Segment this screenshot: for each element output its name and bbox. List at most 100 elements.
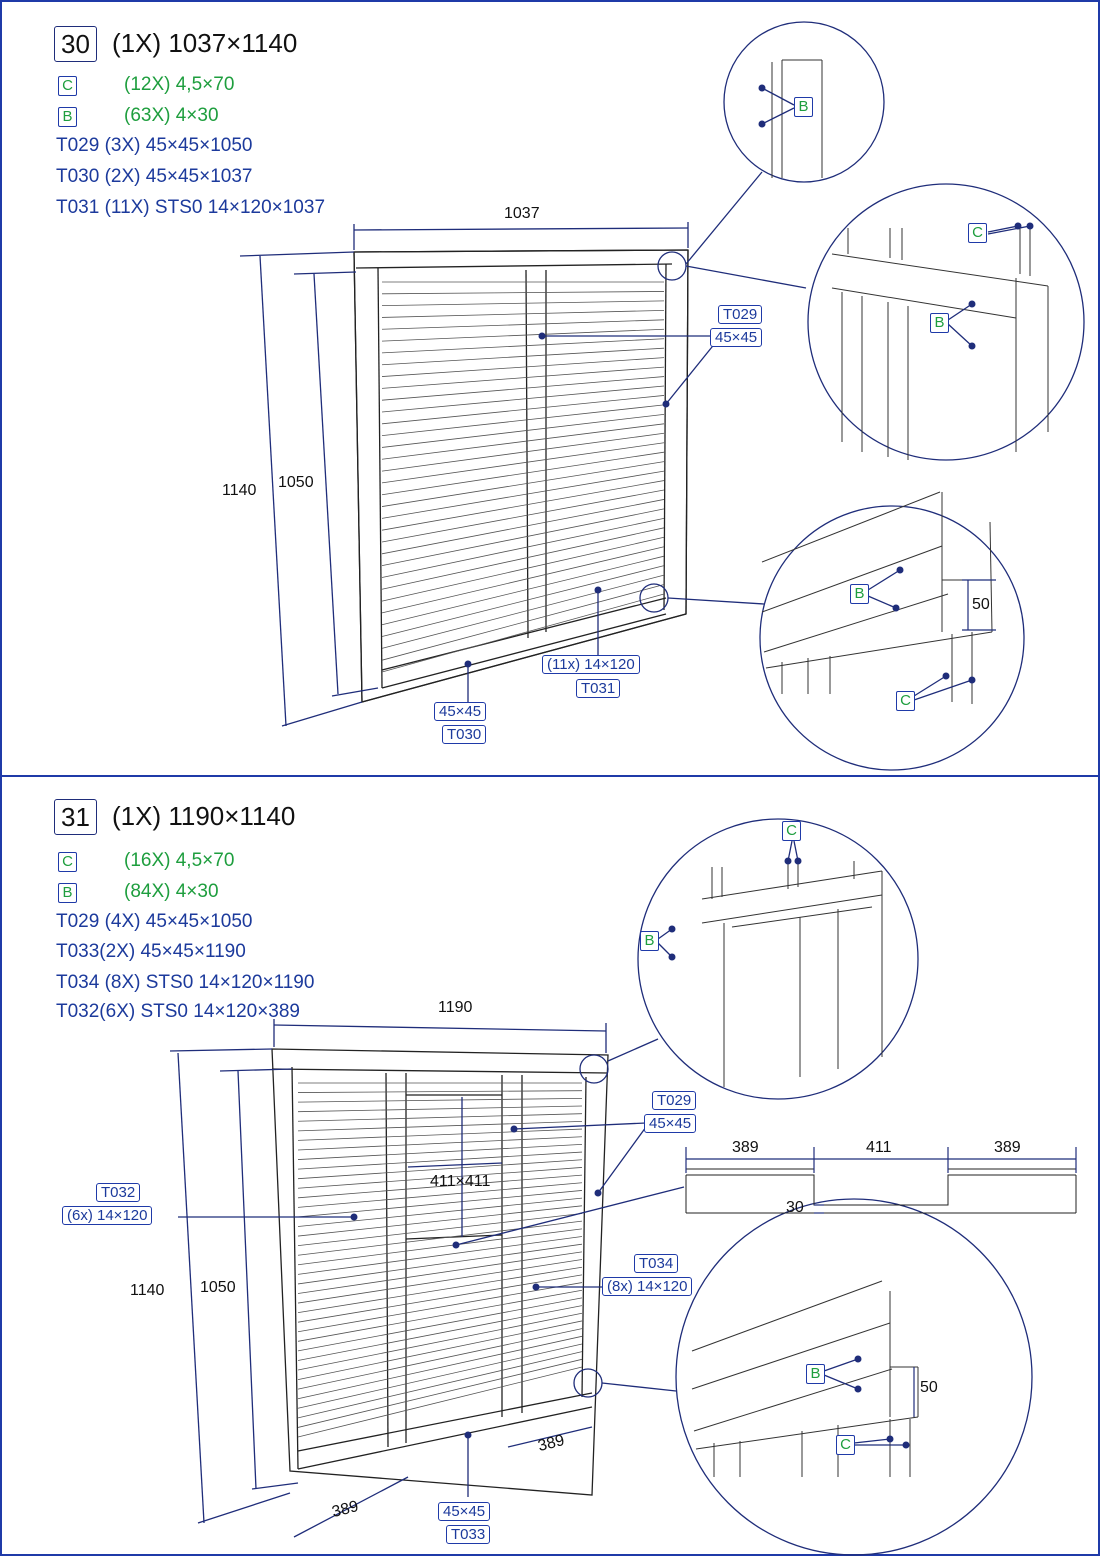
part-label-t030: T030 <box>442 725 487 744</box>
board-line <box>381 395 665 425</box>
detail-code-b: B <box>794 97 813 117</box>
board-line <box>381 517 665 578</box>
board-line <box>381 319 665 330</box>
detail-code-b: B <box>850 584 869 604</box>
gap-dimension: 50 <box>972 596 990 613</box>
part-line: T030 (2X) 45×45×1037 <box>56 166 253 187</box>
board-line <box>297 1128 583 1141</box>
board-line <box>297 1282 583 1333</box>
board-line <box>297 1174 583 1199</box>
hardware-code-b: B <box>58 107 77 127</box>
step-30-panel: 30 (1X) 1037×1140 C (12X) 4,5×70 B (63X)… <box>0 0 1100 778</box>
gap-dimension: 50 <box>920 1379 938 1396</box>
board-line <box>297 1120 583 1132</box>
board-line <box>297 1151 583 1170</box>
board-line <box>297 1366 583 1438</box>
board-line <box>297 1312 583 1371</box>
board-line <box>297 1213 583 1247</box>
board-line <box>297 1144 583 1160</box>
size-label-t034: (8x) 14×120 <box>602 1277 693 1296</box>
size-label-t031: (11x) 14×120 <box>542 655 640 674</box>
board-line <box>381 574 665 649</box>
board-line <box>381 376 665 401</box>
part-line: T034 (8X) STS0 14×120×1190 <box>56 972 315 993</box>
step-31-panel: 31 (1X) 1190×1140 C (16X) 4,5×70 B (84X)… <box>0 775 1100 1556</box>
detail-code-c: C <box>896 691 915 711</box>
board-line <box>297 1205 583 1237</box>
inner-height-dimension: 1050 <box>200 1279 236 1296</box>
hardware-code-c: C <box>58 852 77 872</box>
part-line: T029 (3X) 45×45×1050 <box>56 135 253 156</box>
step-number: 30 <box>54 26 97 62</box>
board-line <box>297 1136 583 1151</box>
hardware-b-qty: (84X) 4×30 <box>124 881 219 902</box>
board-line <box>297 1328 583 1390</box>
detail-code-b: B <box>640 931 659 951</box>
hardware-c-qty: (16X) 4,5×70 <box>124 850 235 871</box>
board-line <box>297 1236 583 1275</box>
part-label-t029: T029 <box>652 1091 697 1110</box>
board-line <box>297 1305 583 1361</box>
detail-code-b: B <box>806 1364 825 1384</box>
step-number: 31 <box>54 799 97 835</box>
board-line <box>381 508 665 567</box>
board-line <box>381 451 665 496</box>
board-line <box>297 1197 583 1227</box>
board-line <box>381 442 665 484</box>
step-title: (1X) 1037×1140 <box>112 28 298 58</box>
board-line <box>297 1351 583 1419</box>
board-line <box>297 1090 583 1093</box>
board-line <box>381 385 665 413</box>
detail-code-c: C <box>836 1435 855 1455</box>
size-label-t029: 45×45 <box>710 328 763 347</box>
board-line <box>297 1159 583 1180</box>
size-label-t029: 45×45 <box>644 1114 697 1133</box>
board-line <box>297 1335 583 1400</box>
part-line: T032(6X) STS0 14×120×389 <box>56 1001 301 1022</box>
board-line <box>381 461 665 507</box>
detail-code-c: C <box>782 821 801 841</box>
board-line <box>381 291 665 295</box>
board-line <box>381 480 665 531</box>
board-line <box>381 546 665 614</box>
board-line <box>381 555 665 626</box>
board-line <box>381 593 665 673</box>
hardware-b-qty: (63X) 4×30 <box>124 105 219 126</box>
hardware-c-qty: (12X) 4,5×70 <box>124 74 235 95</box>
board-line <box>381 413 665 448</box>
part-label-t033: T033 <box>446 1525 491 1544</box>
board-line <box>297 1320 583 1380</box>
hardware-code-b: B <box>58 883 77 903</box>
hardware-code-c: C <box>58 76 77 96</box>
board-line <box>297 1220 583 1256</box>
board-line <box>381 309 665 318</box>
board-middle-length: 411 <box>866 1139 892 1156</box>
board-line <box>297 1105 583 1113</box>
board-line <box>297 1358 583 1428</box>
board-line <box>381 565 665 637</box>
board-line <box>381 432 665 472</box>
part-line: T029 (4X) 45×45×1050 <box>56 911 253 932</box>
part-line: T033(2X) 45×45×1190 <box>56 941 246 962</box>
board-line <box>381 357 665 377</box>
part-label-t031: T031 <box>576 679 621 698</box>
step-30-drawing <box>239 21 1085 771</box>
step-31-drawing <box>169 818 1077 1556</box>
board-line <box>381 536 665 602</box>
board-line <box>297 1274 583 1323</box>
board-line <box>297 1243 583 1285</box>
board-line <box>381 584 665 661</box>
board-line <box>297 1167 583 1189</box>
size-label-t033: 45×45 <box>438 1502 491 1521</box>
board-right-length: 389 <box>994 1139 1021 1156</box>
board-line <box>381 527 665 590</box>
board-line <box>381 423 665 460</box>
width-dimension: 1037 <box>504 205 540 222</box>
board-line <box>381 499 665 555</box>
step-title: (1X) 1190×1140 <box>112 801 296 831</box>
board-line <box>297 1266 583 1314</box>
board-line <box>297 1259 583 1304</box>
detail-code-b: B <box>930 313 949 333</box>
board-line <box>381 489 665 543</box>
